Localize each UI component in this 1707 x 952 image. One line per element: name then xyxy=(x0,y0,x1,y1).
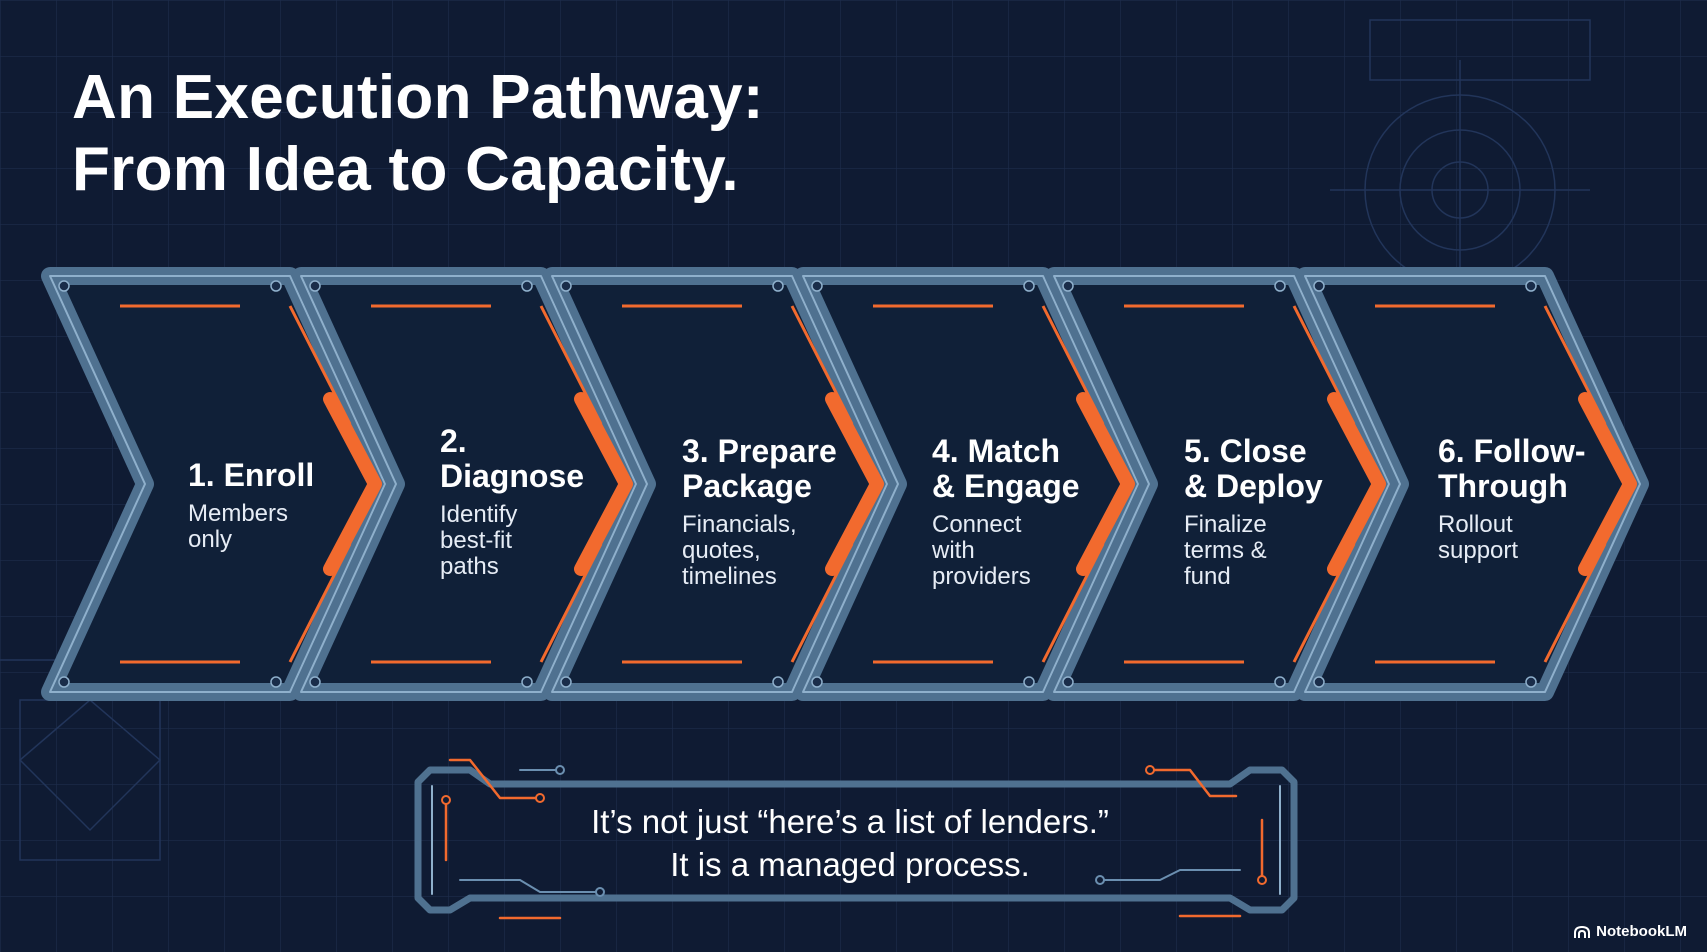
step-1: 1. Enroll Members only xyxy=(188,458,314,553)
callout-message: It’s not just “here’s a list of lenders.… xyxy=(420,800,1280,886)
chevron-highlight-2 xyxy=(300,275,637,693)
step-4-title: 4. Match & Engage xyxy=(932,434,1080,504)
chevron-arrow-5 xyxy=(1327,392,1386,576)
chevron-arrow-2 xyxy=(574,392,633,576)
chevron-rivet-4-1 xyxy=(811,280,823,292)
chevron-arrow-3 xyxy=(825,392,884,576)
step-2-title-line-1: 2. xyxy=(440,423,467,459)
step-3-title-line-2: Package xyxy=(682,468,812,504)
chevron-rivet-1-2 xyxy=(270,280,282,292)
step-2: 2. Diagnose Identify best-fit paths xyxy=(440,424,584,580)
chevron-highlight-4 xyxy=(802,275,1139,693)
chevron-rivet-5-1 xyxy=(1062,280,1074,292)
step-1-description: Members only xyxy=(188,501,314,553)
chevron-rivet-6-1 xyxy=(1313,280,1325,292)
step-2-desc-line-3: paths xyxy=(440,553,499,580)
callout-line-1: It’s not just “here’s a list of lenders.… xyxy=(591,803,1109,840)
page-title-line-1: An Execution Pathway: xyxy=(72,63,764,132)
step-4-desc-line-2: with xyxy=(932,537,975,564)
step-3-desc-line-2: quotes, xyxy=(682,537,761,564)
chevron-arrow-1 xyxy=(323,392,382,576)
step-1-desc-line-1: Members xyxy=(188,500,289,527)
step-4-desc-line-1: Connect xyxy=(932,511,1022,538)
brand-watermark: NotebookLM xyxy=(1573,923,1687,940)
step-5-title: 5. Close & Deploy xyxy=(1184,434,1323,504)
chevron-rivet-5-2 xyxy=(1274,280,1286,292)
chevron-arrow-6 xyxy=(1578,392,1637,576)
step-2-desc-line-1: Identify xyxy=(440,501,518,528)
step-4-title-line-2: & Engage xyxy=(932,468,1080,504)
step-5-title-line-1: 5. Close xyxy=(1184,433,1307,469)
chevron-rivet-1-4 xyxy=(270,676,282,688)
step-6-desc-line-1: Rollout xyxy=(1438,511,1513,538)
step-3-desc-line-3: timelines xyxy=(682,563,777,590)
step-4-desc-line-3: providers xyxy=(932,563,1031,590)
step-3-desc-line-1: Financials, xyxy=(682,511,797,538)
chevron-rivet-2-3 xyxy=(309,676,321,688)
chevron-rivet-6-4 xyxy=(1525,676,1537,688)
chevron-rivet-6-2 xyxy=(1525,280,1537,292)
step-4: 4. Match & Engage Connect with providers xyxy=(932,434,1080,590)
step-1-title-line-1: 1. Enroll xyxy=(188,457,315,493)
chevron-highlight-6 xyxy=(1304,275,1641,693)
step-6-title-line-2: Through xyxy=(1438,468,1568,504)
callout-line-2: It is a managed process. xyxy=(670,846,1030,883)
step-3-title-line-1: 3. Prepare xyxy=(682,433,837,469)
chevron-rivet-5-3 xyxy=(1062,676,1074,688)
step-6: 6. Follow- Through Rollout support xyxy=(1438,434,1586,564)
chevron-rivet-1-1 xyxy=(58,280,70,292)
step-5-title-line-2: & Deploy xyxy=(1184,468,1323,504)
step-5-desc-line-1: Finalize xyxy=(1184,511,1267,538)
step-3-description: Financials, quotes, timelines xyxy=(682,512,837,590)
chevron-rivet-3-1 xyxy=(560,280,572,292)
page-title: An Execution Pathway: From Idea to Capac… xyxy=(72,62,764,206)
step-2-description: Identify best-fit paths xyxy=(440,502,584,580)
page-title-line-2: From Idea to Capacity. xyxy=(72,135,739,204)
chevron-rivet-3-3 xyxy=(560,676,572,688)
step-1-desc-line-2: only xyxy=(188,526,233,553)
step-6-desc-line-2: support xyxy=(1438,537,1519,564)
step-4-description: Connect with providers xyxy=(932,512,1080,590)
chevron-rivet-2-1 xyxy=(309,280,321,292)
chevron-rivet-2-2 xyxy=(521,280,533,292)
chevron-rivet-2-4 xyxy=(521,676,533,688)
chevron-rivet-4-4 xyxy=(1023,676,1035,688)
chevron-highlight-5 xyxy=(1053,275,1390,693)
chevron-highlight-3 xyxy=(551,275,888,693)
step-1-title: 1. Enroll xyxy=(188,458,314,493)
chevron-highlight-1 xyxy=(49,275,386,693)
step-5-description: Finalize terms & fund xyxy=(1184,512,1323,590)
chevron-arrow-4 xyxy=(1076,392,1135,576)
step-6-title: 6. Follow- Through xyxy=(1438,434,1586,504)
chevron-rivet-1-3 xyxy=(58,676,70,688)
step-4-title-line-1: 4. Match xyxy=(932,433,1061,469)
step-6-description: Rollout support xyxy=(1438,512,1586,564)
step-2-title-line-2: Diagnose xyxy=(440,458,585,494)
chevron-rivet-5-4 xyxy=(1274,676,1286,688)
chevron-rivet-4-3 xyxy=(811,676,823,688)
chevron-rivet-3-4 xyxy=(772,676,784,688)
notebooklm-logo-icon xyxy=(1574,925,1591,938)
step-5-desc-line-3: fund xyxy=(1184,563,1231,590)
step-2-desc-line-2: best-fit xyxy=(440,527,513,554)
brand-label: NotebookLM xyxy=(1596,923,1687,940)
chevron-rivet-6-3 xyxy=(1313,676,1325,688)
step-5: 5. Close & Deploy Finalize terms & fund xyxy=(1184,434,1323,590)
chevron-rivet-3-2 xyxy=(772,280,784,292)
step-5-desc-line-2: terms & xyxy=(1184,537,1267,564)
step-3-title: 3. Prepare Package xyxy=(682,434,837,504)
chevron-rivet-4-2 xyxy=(1023,280,1035,292)
step-6-title-line-1: 6. Follow- xyxy=(1438,433,1586,469)
step-3: 3. Prepare Package Financials, quotes, t… xyxy=(682,434,837,590)
step-2-title: 2. Diagnose xyxy=(440,424,584,494)
